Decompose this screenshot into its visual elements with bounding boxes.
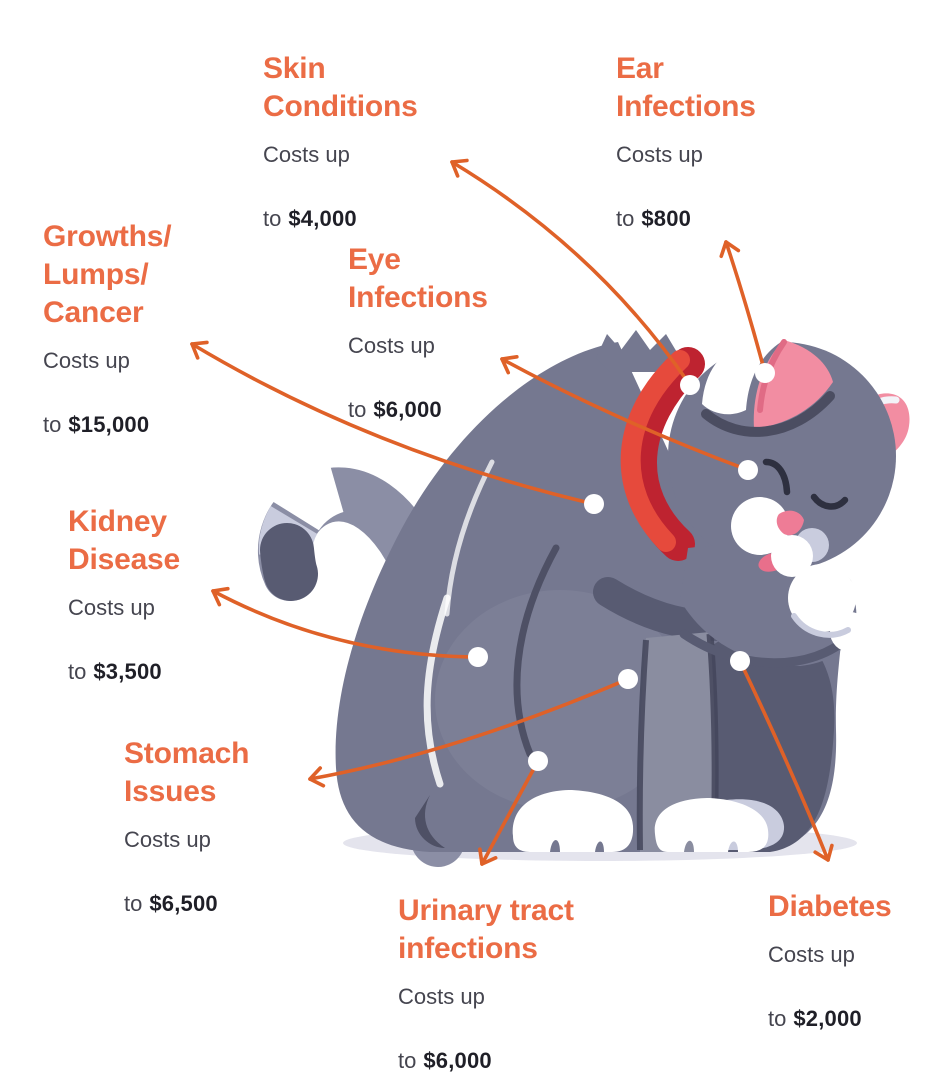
callout-growths-lumps-cancer: Growths/ Lumps/ Cancer Costs up to$15,00… xyxy=(43,218,172,441)
condition-title: Kidney Disease xyxy=(68,505,181,576)
muzzle xyxy=(731,497,829,577)
marker-dot-skin-conditions xyxy=(680,375,700,395)
front-paw-right xyxy=(654,798,769,852)
cat-body xyxy=(335,330,853,852)
arrow-growths-lumps-cancer xyxy=(190,340,596,506)
neck-fur-tuft xyxy=(596,330,678,372)
callout-skin-conditions: Skin Conditions Costs up to$4,000 xyxy=(263,50,418,235)
callout-arrows xyxy=(190,158,834,866)
tail-base-shadow xyxy=(415,795,445,848)
marker-dot-eye-infections xyxy=(738,460,758,480)
cost-amount: $6,500 xyxy=(149,891,218,916)
left-thigh xyxy=(435,590,685,810)
front-paw-left xyxy=(512,790,634,852)
marker-dot-kidney-disease xyxy=(468,647,488,667)
condition-cost: Costs up to$3,500 xyxy=(68,592,180,688)
cost-amount: $6,000 xyxy=(373,397,442,422)
condition-cost: Costs up to$6,000 xyxy=(348,330,488,426)
condition-cost: Costs up to$6,500 xyxy=(124,824,249,920)
marker-dot-ear-infections xyxy=(755,363,775,383)
cost-label: Costs up xyxy=(68,595,155,620)
callout-stomach-issues: Stomach Issues Costs up to$6,500 xyxy=(124,735,249,920)
ear-base-shadow xyxy=(701,391,835,437)
cost-amount: $2,000 xyxy=(793,1006,862,1031)
callout-urinary-tract-infections: Urinary tract infections Costs up to$6,0… xyxy=(398,892,574,1077)
front-ear-outer xyxy=(702,338,784,415)
marker-dot-stomach-issues xyxy=(618,669,638,689)
condition-title: Urinary tract infections xyxy=(398,894,574,965)
grooming-cat-illustration xyxy=(257,330,910,867)
cat-feet xyxy=(512,790,785,852)
collar xyxy=(620,347,705,561)
cost-to: to xyxy=(263,206,282,231)
cost-to: to xyxy=(616,206,635,231)
callout-diabetes: Diabetes Costs up to$2,000 xyxy=(768,888,892,1035)
arrow-ear-infections xyxy=(719,240,767,375)
condition-cost: Costs up to$6,000 xyxy=(398,981,574,1077)
cost-to: to xyxy=(68,659,87,684)
marker-dot-growths-lumps-cancer xyxy=(584,494,604,514)
condition-cost: Costs up to$15,000 xyxy=(43,345,171,441)
body-part-markers xyxy=(468,363,775,771)
cost-amount: $15,000 xyxy=(68,412,150,437)
cost-amount: $800 xyxy=(641,206,692,231)
callout-kidney-disease: Kidney Disease Costs up to$3,500 xyxy=(68,503,180,688)
condition-cost: Costs up to$2,000 xyxy=(768,939,891,1035)
arrow-skin-conditions xyxy=(450,158,692,387)
closed-eyes xyxy=(762,458,849,510)
cost-to: to xyxy=(124,891,143,916)
condition-title: Ear Infections xyxy=(616,52,756,123)
inner-front-leg xyxy=(639,632,716,852)
cost-label: Costs up xyxy=(348,333,435,358)
cost-amount: $6,000 xyxy=(423,1048,492,1073)
cost-label: Costs up xyxy=(263,142,350,167)
callout-eye-infections: Eye Infections Costs up to$6,000 xyxy=(348,241,488,426)
licked-paw xyxy=(788,564,870,652)
cost-amount: $3,500 xyxy=(93,659,162,684)
arrow-eye-infections xyxy=(500,355,750,472)
condition-title: Eye Infections xyxy=(348,243,488,314)
condition-cost: Costs up to$800 xyxy=(616,139,756,235)
cost-label: Costs up xyxy=(768,942,855,967)
arrow-kidney-disease xyxy=(211,586,480,659)
haunch-highlight xyxy=(423,594,451,788)
condition-title: Growths/ Lumps/ Cancer xyxy=(43,220,172,329)
cost-to: to xyxy=(43,412,62,437)
cost-amount: $4,000 xyxy=(288,206,357,231)
marker-dot-urinary-tract-infections xyxy=(528,751,548,771)
arrow-stomach-issues xyxy=(308,677,630,788)
cat-head xyxy=(620,338,910,668)
condition-title: Skin Conditions xyxy=(263,52,418,123)
arrow-urinary-tract-infections xyxy=(478,759,540,866)
callout-ear-infections: Ear Infections Costs up to$800 xyxy=(616,50,756,235)
cost-label: Costs up xyxy=(43,348,130,373)
cost-to: to xyxy=(768,1006,787,1031)
cost-label: Costs up xyxy=(398,984,485,1009)
condition-cost: Costs up to$4,000 xyxy=(263,139,418,235)
leg-muscle-line xyxy=(513,544,560,758)
arrow-diabetes xyxy=(738,659,834,862)
cost-label: Costs up xyxy=(616,142,703,167)
cost-to: to xyxy=(348,397,367,422)
cost-label: Costs up xyxy=(124,827,211,852)
condition-title: Stomach Issues xyxy=(124,737,250,808)
condition-title: Diabetes xyxy=(768,890,892,923)
nose xyxy=(776,510,804,536)
marker-dot-diabetes xyxy=(730,651,750,671)
cost-to: to xyxy=(398,1048,417,1073)
